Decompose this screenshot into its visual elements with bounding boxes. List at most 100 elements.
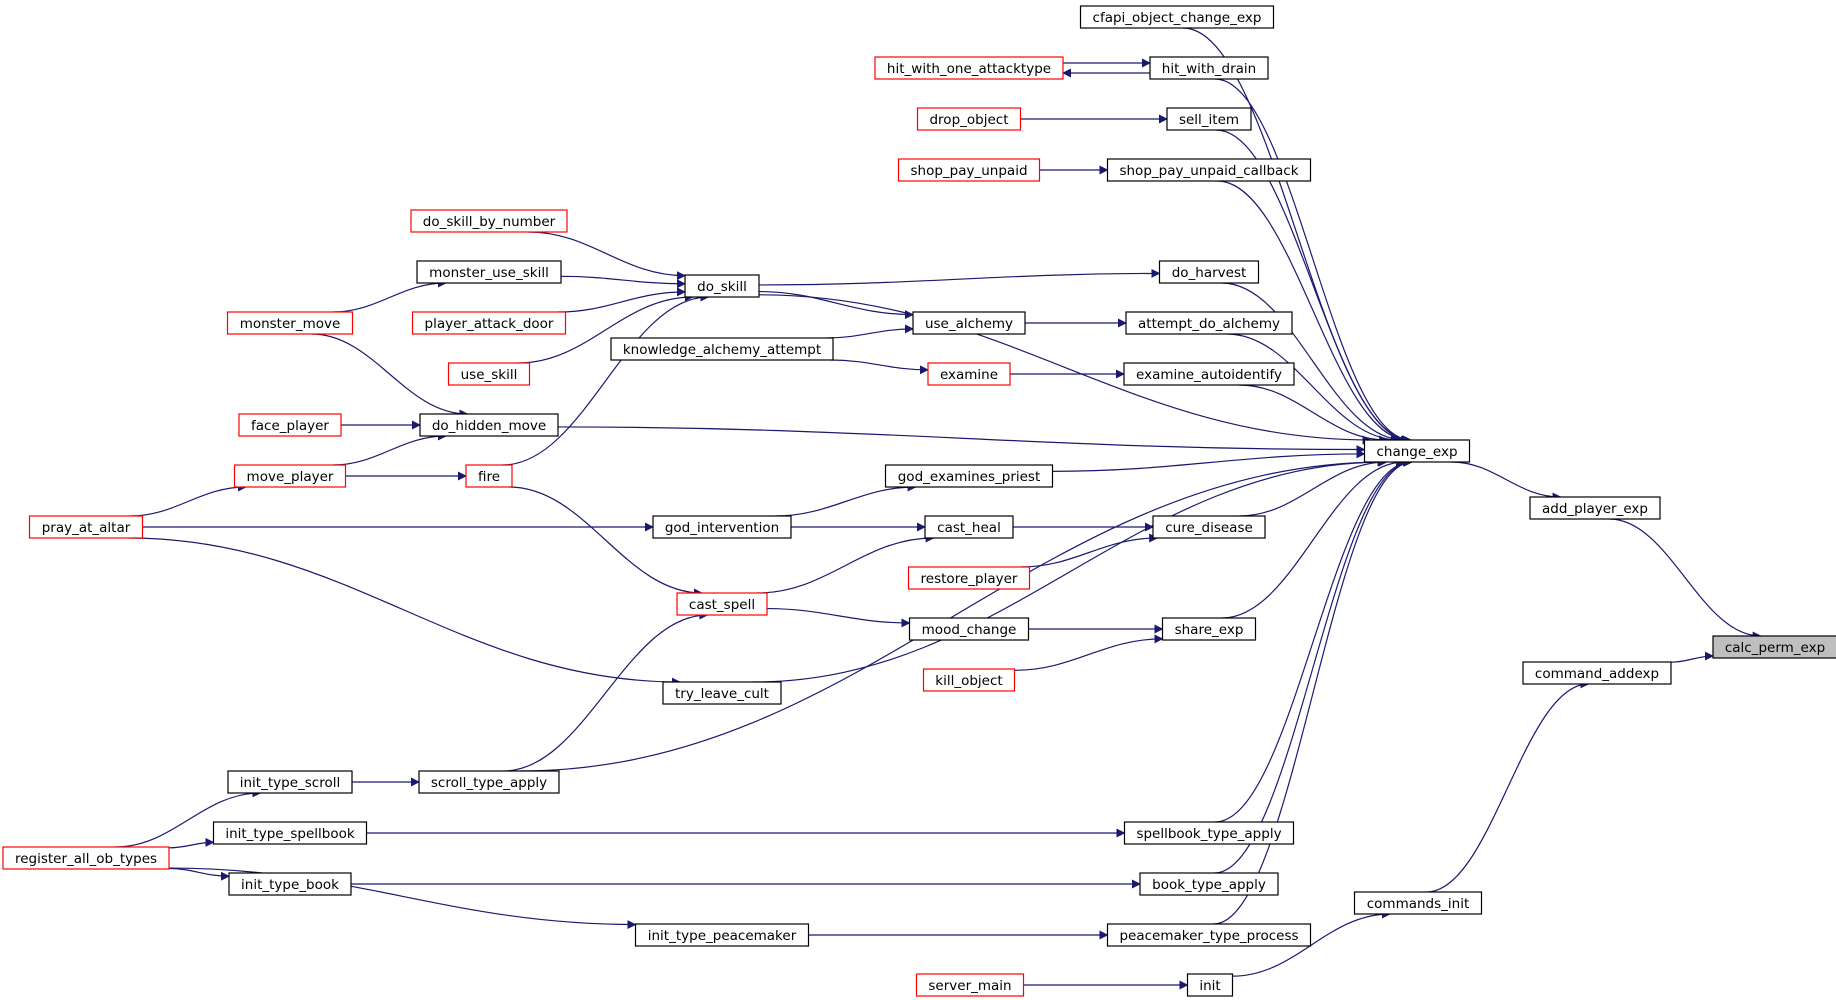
edge-restore_player-to-cure_disease xyxy=(1020,533,1159,568)
edge-sell_item-to-change_exp xyxy=(1215,129,1412,445)
node-mood_change[interactable]: mood_change xyxy=(908,617,1030,641)
node-pray_at_altar[interactable]: pray_at_altar xyxy=(28,515,144,539)
node-box xyxy=(1139,872,1279,896)
node-cfapi_object_change_exp[interactable]: cfapi_object_change_exp xyxy=(1079,5,1275,29)
node-box xyxy=(228,872,352,896)
edge-layer xyxy=(115,27,1762,990)
node-box xyxy=(1363,439,1471,463)
node-box xyxy=(1106,158,1312,182)
node-label: monster_move xyxy=(240,316,341,332)
node-do_hidden_move[interactable]: do_hidden_move xyxy=(419,413,559,437)
node-restore_player[interactable]: restore_player xyxy=(907,566,1031,590)
node-shop_pay_unpaid[interactable]: shop_pay_unpaid xyxy=(897,158,1041,182)
node-box xyxy=(28,515,144,539)
node-init_type_peacemaker[interactable]: init_type_peacemaker xyxy=(634,923,810,947)
node-server_main[interactable]: server_main xyxy=(915,973,1025,997)
node-label: change_exp xyxy=(1376,444,1457,460)
node-calc_perm_exp[interactable]: calc_perm_exp xyxy=(1712,635,1836,659)
node-monster_use_skill[interactable]: monster_use_skill xyxy=(416,260,562,284)
node-label: peacemaker_type_process xyxy=(1119,928,1298,944)
edge-shop_pay_unpaid_callback-to-change_exp xyxy=(1217,180,1410,445)
node-do_skill[interactable]: do_skill xyxy=(684,274,760,298)
node-attempt_do_alchemy[interactable]: attempt_do_alchemy xyxy=(1125,311,1293,335)
node-box xyxy=(634,923,810,947)
node-use_skill[interactable]: use_skill xyxy=(447,362,531,386)
node-drop_object[interactable]: drop_object xyxy=(916,107,1022,131)
node-init[interactable]: init xyxy=(1186,973,1234,997)
node-scroll_type_apply[interactable]: scroll_type_apply xyxy=(418,770,560,794)
node-box xyxy=(1353,891,1483,915)
edge-share_exp-to-change_exp xyxy=(1221,457,1406,619)
node-sell_item[interactable]: sell_item xyxy=(1166,107,1252,131)
node-box xyxy=(1712,635,1836,659)
node-move_player[interactable]: move_player xyxy=(233,464,347,488)
node-label: scroll_type_apply xyxy=(431,775,547,791)
node-label: shop_pay_unpaid_callback xyxy=(1119,163,1298,179)
node-box xyxy=(908,617,1030,641)
node-box xyxy=(465,464,513,488)
node-monster_move[interactable]: monster_move xyxy=(226,311,354,335)
node-box xyxy=(1079,5,1275,29)
node-box xyxy=(212,821,368,845)
node-box xyxy=(227,770,353,794)
node-box xyxy=(884,464,1054,488)
node-register_all_ob_types[interactable]: register_all_ob_types xyxy=(2,846,170,870)
node-label: init_type_scroll xyxy=(240,775,340,791)
node-peacemaker_type_process[interactable]: peacemaker_type_process xyxy=(1106,923,1312,947)
node-cast_spell[interactable]: cast_spell xyxy=(676,592,768,616)
node-init_type_scroll[interactable]: init_type_scroll xyxy=(227,770,353,794)
edge-try_leave_cult-to-change_exp xyxy=(753,457,1387,683)
node-box xyxy=(897,158,1041,182)
node-god_intervention[interactable]: god_intervention xyxy=(652,515,792,539)
edge-fire-to-do_skill xyxy=(502,292,710,466)
node-cure_disease[interactable]: cure_disease xyxy=(1152,515,1266,539)
node-init_type_spellbook[interactable]: init_type_spellbook xyxy=(212,821,368,845)
node-label: cure_disease xyxy=(1165,520,1253,536)
node-do_skill_by_number[interactable]: do_skill_by_number xyxy=(410,209,568,233)
node-label: command_addexp xyxy=(1535,666,1659,682)
node-box xyxy=(1123,362,1295,386)
node-box xyxy=(1158,260,1260,284)
node-label: shop_pay_unpaid xyxy=(910,163,1027,179)
node-fire[interactable]: fire xyxy=(465,464,513,488)
edge-do_harvest-to-change_exp xyxy=(1221,282,1406,445)
node-label: init_type_peacemaker xyxy=(648,928,797,944)
node-shop_pay_unpaid_callback[interactable]: shop_pay_unpaid_callback xyxy=(1106,158,1312,182)
node-hit_with_drain[interactable]: hit_with_drain xyxy=(1149,56,1269,80)
node-label: monster_use_skill xyxy=(429,265,549,281)
node-box xyxy=(684,274,760,298)
node-spellbook_type_apply[interactable]: spellbook_type_apply xyxy=(1123,821,1295,845)
edge-do_skill-to-change_exp xyxy=(758,294,1372,445)
node-label: move_player xyxy=(247,469,334,485)
edge-attempt_do_alchemy-to-change_exp xyxy=(1226,333,1401,445)
node-cast_heal[interactable]: cast_heal xyxy=(924,515,1014,539)
node-face_player[interactable]: face_player xyxy=(238,413,342,437)
edge-hit_with_drain-to-change_exp xyxy=(1214,78,1412,445)
node-knowledge_alchemy_attempt[interactable]: knowledge_alchemy_attempt xyxy=(610,337,834,361)
edge-use_skill-to-do_skill xyxy=(518,292,694,364)
node-add_player_exp[interactable]: add_player_exp xyxy=(1529,496,1661,520)
node-box xyxy=(418,770,560,794)
node-examine[interactable]: examine xyxy=(927,362,1011,386)
node-share_exp[interactable]: share_exp xyxy=(1161,617,1257,641)
node-label: do_hidden_move xyxy=(432,418,546,434)
node-hit_with_one_attacktype[interactable]: hit_with_one_attacktype xyxy=(874,56,1064,80)
edge-fire-to-cast_spell xyxy=(509,486,703,598)
edge-cast_spell-to-cast_heal xyxy=(757,533,935,594)
edge-book_type_apply-to-change_exp xyxy=(1214,457,1413,874)
node-book_type_apply[interactable]: book_type_apply xyxy=(1139,872,1279,896)
edge-register_all_ob_types-to-init_type_book xyxy=(168,867,230,881)
node-kill_object[interactable]: kill_object xyxy=(922,668,1016,692)
node-commands_init[interactable]: commands_init xyxy=(1353,891,1483,915)
node-change_exp[interactable]: change_exp xyxy=(1363,439,1471,463)
node-try_leave_cult[interactable]: try_leave_cult xyxy=(662,681,782,705)
node-god_examines_priest[interactable]: god_examines_priest xyxy=(884,464,1054,488)
node-label: register_all_ob_types xyxy=(15,851,157,867)
node-examine_autoidentify[interactable]: examine_autoidentify xyxy=(1123,362,1295,386)
node-do_harvest[interactable]: do_harvest xyxy=(1158,260,1260,284)
node-use_alchemy[interactable]: use_alchemy xyxy=(912,311,1026,335)
edge-do_hidden_move-to-change_exp xyxy=(557,426,1366,455)
node-init_type_book[interactable]: init_type_book xyxy=(228,872,352,896)
node-player_attack_door[interactable]: player_attack_door xyxy=(411,311,567,335)
node-command_addexp[interactable]: command_addexp xyxy=(1522,661,1672,685)
